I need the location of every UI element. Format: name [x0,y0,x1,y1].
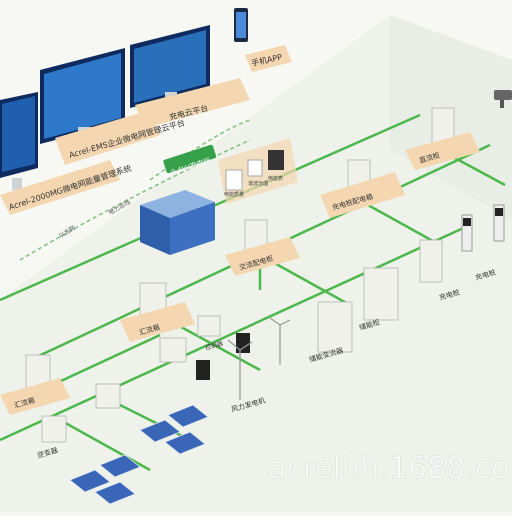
monitor-2000mg [0,92,38,190]
platform-label-boxes [0,45,292,215]
meter-energy: 电能表 [268,175,283,182]
mobile-phone-icon [234,8,248,42]
wind-controller-box [236,333,250,353]
charging-posts [461,204,505,252]
monitor-ems [40,48,125,144]
cabinet-shapes [25,107,455,443]
link-ethernet: 以太网 [57,224,77,240]
solar-panels [69,404,209,505]
ethernet-link [19,139,251,261]
monitor-charging [130,25,210,108]
meter-harmonic: 谐波治理 [248,180,268,187]
meter-group [218,138,298,204]
meter-power-quality: 电能质量 [224,191,244,198]
wind-turbines [227,317,291,400]
ethernet-link-2 [149,119,251,181]
transformer-tag [163,144,217,174]
transformer-box [140,190,215,255]
inverter-box [196,360,210,380]
cabinet-label-plates [0,132,480,415]
watermark: acrelhh.1688.com [268,451,512,486]
camera-icon [494,90,512,108]
